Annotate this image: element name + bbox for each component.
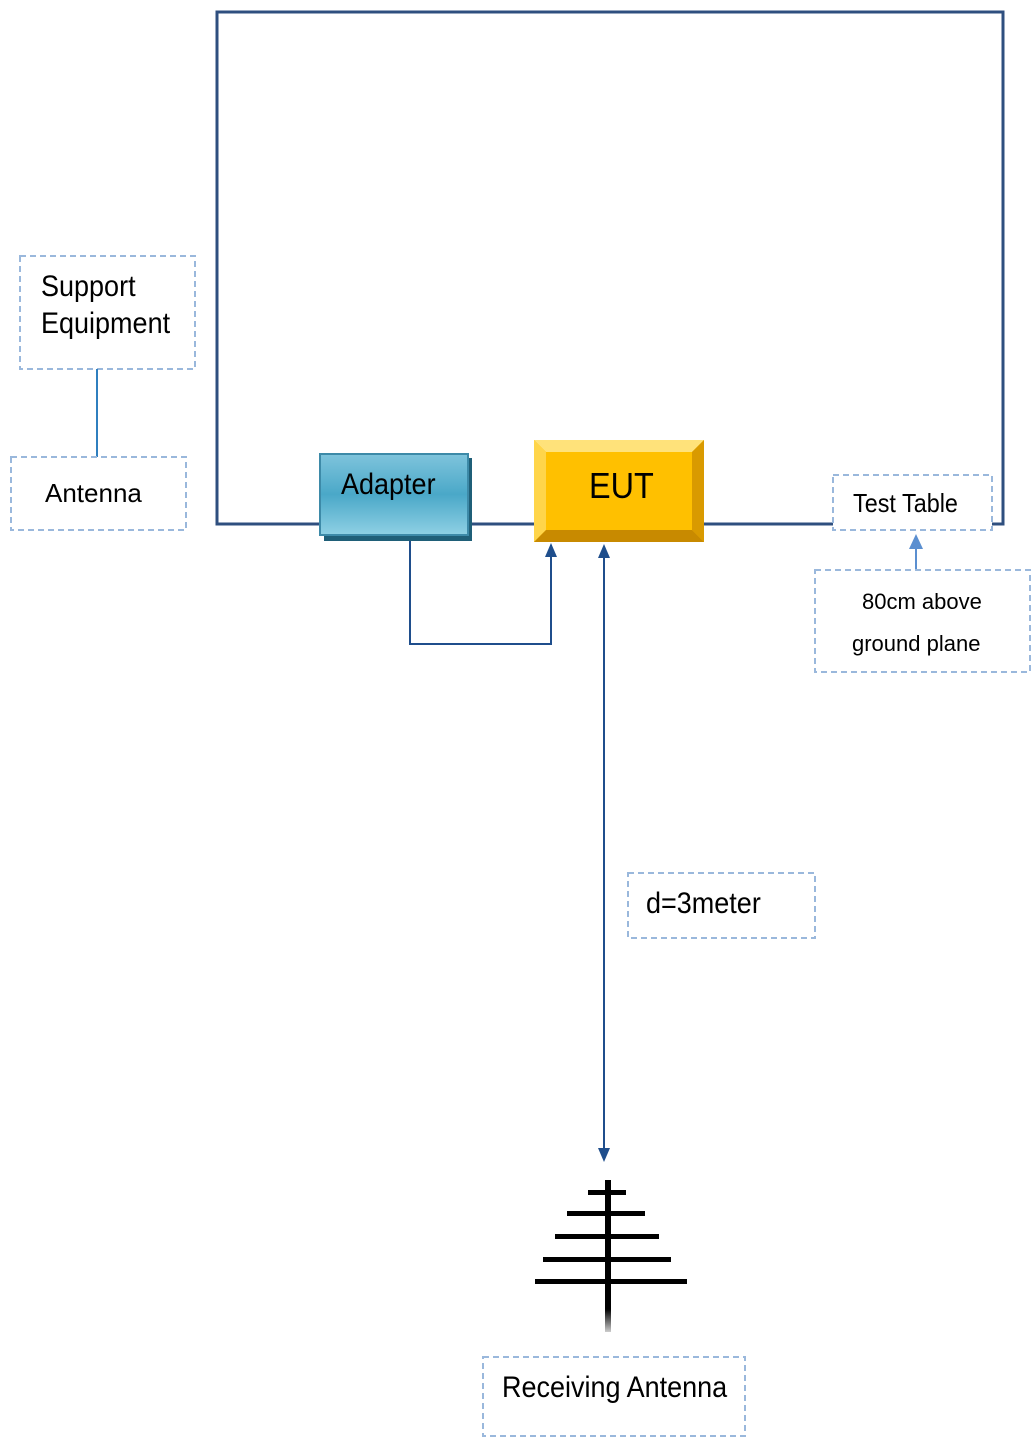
distance-label-box: [627, 872, 816, 939]
receiving-antenna-box: [482, 1356, 746, 1437]
height-label-line2: ground plane: [852, 631, 981, 656]
test-table-label: Test Table: [853, 488, 958, 518]
adapter-label: Adapter: [341, 468, 436, 501]
support-equipment-box: [19, 255, 196, 370]
distance-arrow-top: [598, 544, 610, 558]
adapter-cable-arrowhead: [545, 543, 557, 557]
height-label-line1: 80cm above: [862, 589, 982, 614]
distance-arrow-bottom: [598, 1148, 610, 1162]
height-arrow-head: [909, 534, 923, 549]
adapter-box: [319, 453, 469, 536]
adapter-to-eut-cable: [409, 541, 552, 645]
antenna-symbol-icon: [535, 1180, 687, 1332]
distance-label: d=3meter: [646, 887, 761, 920]
antenna-label: Antenna: [45, 478, 142, 508]
support-equipment-label-line1: Support: [41, 270, 136, 303]
eut-box: [534, 440, 704, 542]
height-label-box: [814, 569, 1031, 673]
eut-label: EUT: [589, 465, 654, 506]
receiving-antenna-label: Receiving Antenna: [502, 1371, 728, 1404]
test-table-label-box: [832, 474, 993, 531]
support-equipment-label-line2: Equipment: [41, 307, 171, 340]
antenna-box: [10, 456, 187, 531]
